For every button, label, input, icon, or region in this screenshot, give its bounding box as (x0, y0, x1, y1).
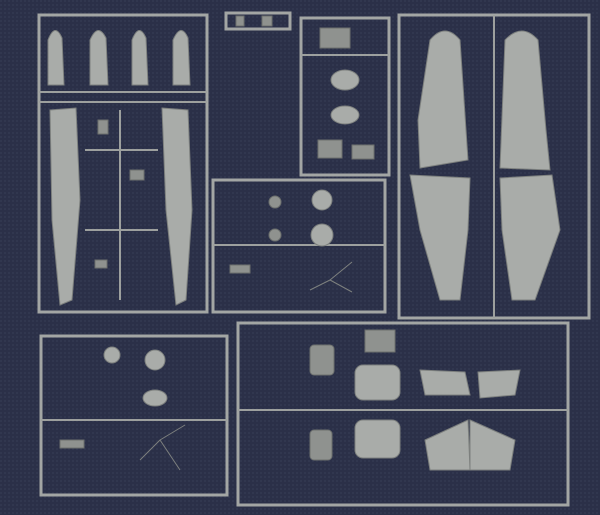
propeller-part (139, 424, 186, 471)
propeller-part (309, 261, 353, 293)
wing-sprue (397, 13, 591, 320)
wing-upper-left (417, 30, 469, 169)
cowling-part (47, 30, 65, 86)
canopy-sprue (299, 16, 391, 177)
cowling-part (172, 30, 191, 86)
fuselage-sprue (37, 13, 209, 314)
engine-sprue-2 (39, 334, 229, 497)
cowling-part (89, 30, 109, 86)
fuselage-half-right (161, 107, 193, 306)
engine-sprue (211, 178, 387, 314)
wing-upper-right (499, 30, 551, 171)
small-sprue (224, 11, 292, 31)
wing-lower-right (499, 174, 561, 301)
tail-sprue (236, 321, 570, 507)
wing-lower-left (409, 174, 471, 301)
cowling-part (131, 30, 149, 86)
fuselage-half-left (49, 107, 81, 306)
